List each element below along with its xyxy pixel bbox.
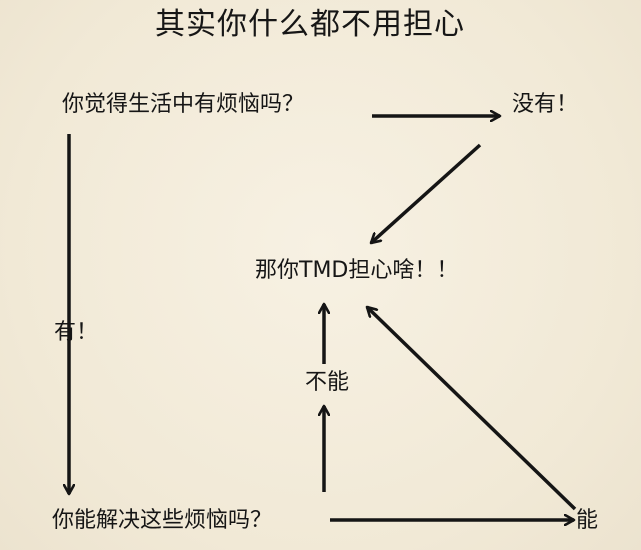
- answer-no-node: 没有！: [512, 92, 579, 117]
- answer-cannot-node: 不能: [305, 370, 350, 395]
- question-troubles-node: 你觉得生活中有烦恼吗？: [62, 92, 305, 117]
- conclusion-node: 那你TMD担心啥！！: [255, 258, 459, 283]
- arrow-can-to-center: [367, 307, 577, 511]
- answer-can-node: 能: [576, 508, 599, 533]
- question-solve-node: 你能解决这些烦恼吗？: [52, 508, 273, 533]
- diagram-title: 其实你什么都不用担心: [155, 7, 465, 42]
- arrow-no-to-center: [371, 143, 482, 245]
- answer-yes-node: 有！: [54, 320, 99, 345]
